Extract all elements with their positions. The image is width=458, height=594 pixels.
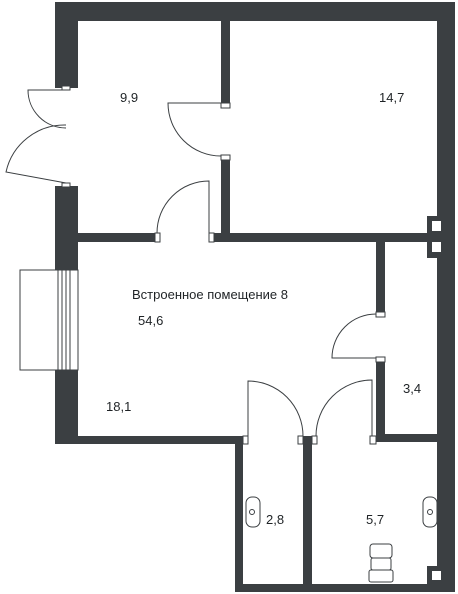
door-wc2-jamb-right — [369, 435, 377, 445]
door-room-b — [167, 102, 231, 161]
door-wc1-jamb-right — [297, 435, 304, 445]
door-room-b-arc — [167, 102, 222, 157]
door-room-small — [331, 311, 386, 363]
wall-inner-v1-bottom — [221, 160, 230, 242]
sink-wc1-icon — [245, 496, 261, 528]
toilet-icon — [368, 543, 394, 583]
wall-step-vertical — [235, 436, 243, 592]
wall-inner-v1-top — [221, 21, 230, 103]
wall-top — [55, 2, 455, 21]
area-label-room-wc1: 2,8 — [266, 512, 284, 527]
doors — [5, 85, 386, 445]
entrance-leaf-1-arc — [27, 89, 67, 129]
entrance-leaf-2-arc — [5, 124, 67, 184]
wall-right-upper — [437, 2, 455, 216]
notch-inner-1 — [432, 221, 441, 231]
door-room-a — [154, 180, 215, 243]
door-room-a-jamb-left — [154, 232, 161, 243]
area-label-room-b: 14,7 — [379, 90, 404, 105]
entrance-jamb-bottom — [61, 182, 71, 188]
door-wc2-arc — [315, 379, 373, 437]
notch-inner-3 — [432, 571, 441, 580]
door-room-b-jamb — [220, 154, 231, 161]
wall-left-lower — [55, 370, 78, 444]
door-wc1 — [242, 380, 304, 445]
labels: Встроенное помещение 8 54,6 9,9 14,7 18,… — [106, 90, 421, 527]
door-room-a-jamb-right — [208, 232, 215, 243]
entrance-jamb-top — [61, 85, 71, 91]
wall-inner-h2 — [376, 434, 437, 442]
wall-inner-v2-bottom — [376, 362, 385, 442]
notch-inner-2 — [432, 242, 441, 252]
door-wc1-arc — [247, 380, 304, 437]
wall-inner-v3 — [303, 436, 312, 584]
plan-title: Встроенное помещение 8 — [132, 287, 288, 302]
area-label-room-wc2: 5,7 — [366, 512, 384, 527]
area-label-room-a: 9,9 — [120, 90, 138, 105]
sink-wc2-icon — [422, 496, 438, 528]
area-label-room-small: 3,4 — [403, 381, 421, 396]
wall-bottom-left — [55, 436, 245, 444]
door-room-a-arc — [156, 180, 210, 234]
outer-walls — [55, 2, 455, 592]
window-frame — [19, 269, 79, 371]
wall-inner-h1-left — [78, 233, 155, 242]
window-left — [19, 269, 79, 371]
area-label-room-main: 18,1 — [106, 399, 131, 414]
door-wc1-jamb-left — [242, 435, 249, 445]
wall-left-middle — [55, 186, 78, 270]
wall-left-top — [55, 2, 78, 88]
total-area-label: 54,6 — [138, 313, 163, 328]
fixtures — [245, 496, 438, 583]
door-wc2-jamb-left — [311, 435, 318, 445]
inner-walls — [78, 21, 437, 584]
wall-right-lower — [437, 258, 455, 592]
door-small-jamb-top — [375, 311, 386, 318]
wall-inner-h1-right — [214, 233, 437, 242]
wall-inner-v2-top — [376, 242, 385, 312]
entrance-door — [5, 85, 71, 188]
door-small-arc — [331, 313, 377, 359]
door-wc2 — [311, 379, 377, 445]
door-small-jamb-bottom — [375, 356, 386, 363]
door-room-b-leaf — [220, 102, 231, 109]
wall-bottom-right — [235, 584, 455, 592]
